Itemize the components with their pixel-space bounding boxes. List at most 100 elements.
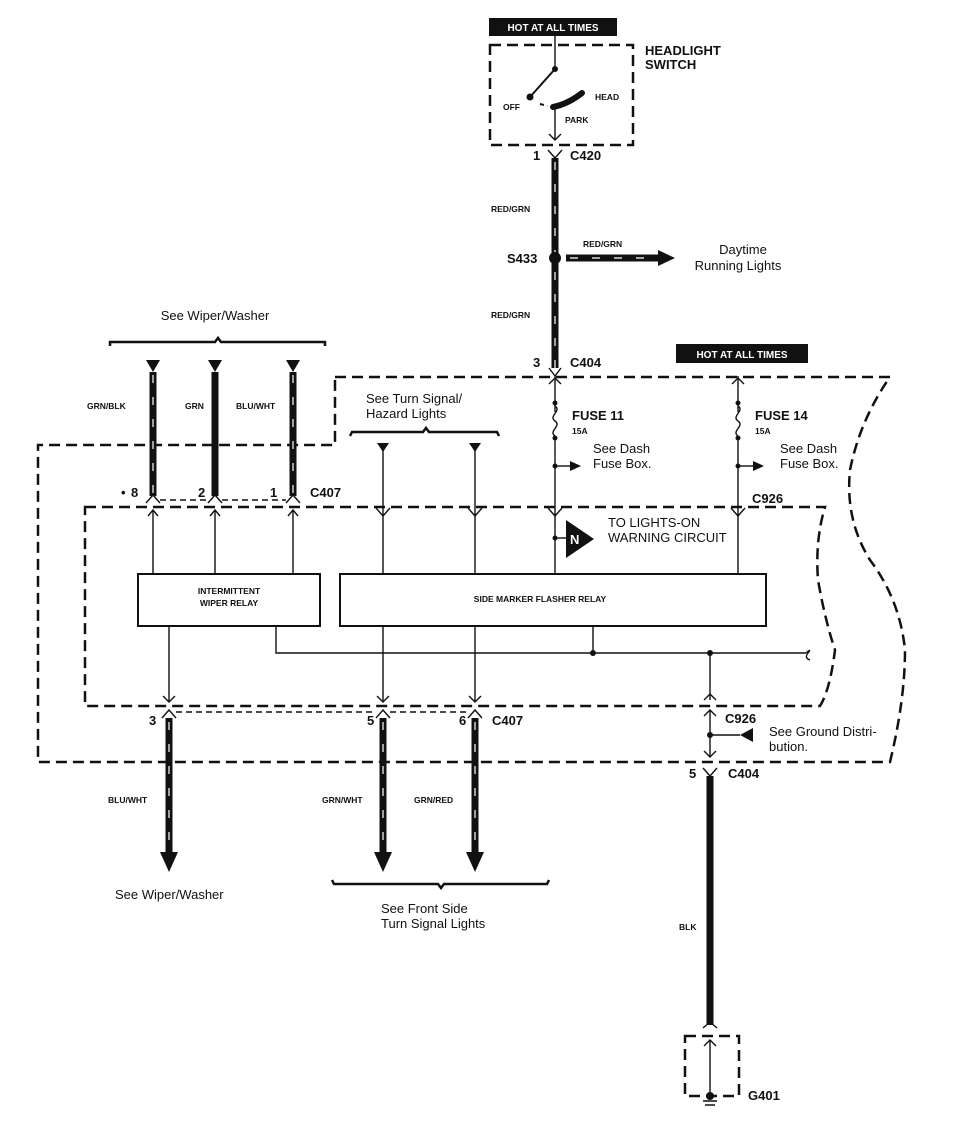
ref-ground-line2: bution. [769, 739, 808, 754]
fuse-14-rating: 15A [755, 426, 771, 436]
c926-bottom-name: C926 [725, 711, 756, 726]
headlight-switch-label-1: HEADLIGHT [645, 43, 721, 58]
c404-bottom-pin: 5 [689, 766, 696, 781]
c407-top-name: C407 [310, 485, 341, 500]
c926-top-name: C926 [752, 491, 783, 506]
headlight-switch: OFF HEAD PARK HEADLIGHT SWITCH [488, 36, 721, 147]
internal-ground-bus [275, 626, 811, 701]
g401-ground: G401 [683, 1034, 780, 1106]
c407-top-pin-8: 8 [131, 485, 138, 500]
switch-off-contact [526, 93, 534, 101]
fuse-14-ref-line2: Fuse Box. [780, 456, 839, 471]
ref-wiper-washer-bottom: See Wiper/Washer [115, 887, 224, 902]
dash-fuse-box-outline [36, 375, 907, 764]
wire-arrow-down-icon [286, 360, 300, 372]
g401-name: G401 [748, 1088, 780, 1103]
side-marker-relay-label: SIDE MARKER FLASHER RELAY [474, 594, 607, 604]
fuse-11-rating: 15A [572, 426, 588, 436]
hot-banner-right-text: HOT AT ALL TIMES [696, 350, 787, 361]
c407-bottom-pin-3: 3 [149, 713, 156, 728]
c407-bottom-pin-6: 6 [459, 713, 466, 728]
headlight-switch-outline [488, 43, 635, 147]
c404-top-pin: 3 [533, 355, 540, 370]
c407-bottom-pin-5: 5 [367, 713, 374, 728]
wire-grn-blk [146, 360, 160, 496]
fuse-14-name: FUSE 14 [755, 408, 809, 423]
turn-signal-inputs [375, 443, 483, 574]
wire-blk [702, 776, 718, 1029]
ref-turn-signal-line2: Hazard Lights [366, 406, 447, 421]
wire-grn-wht [374, 718, 392, 872]
c404-top-name: C404 [570, 355, 602, 370]
c420-name: C420 [570, 148, 601, 163]
wire-arrow-down-icon [160, 852, 178, 872]
c926-bottom-connector: C926 See Ground Distri- bution. [703, 709, 877, 758]
wiper-relay-inputs [147, 508, 299, 574]
c407-bottom-name: C407 [492, 713, 523, 728]
ref-wiper-washer-top: See Wiper/Washer [161, 308, 270, 323]
c407-top-pin-2: 2 [198, 485, 205, 500]
wire-label-blu-wht-bottom: BLU/WHT [108, 795, 148, 805]
splice-s433 [549, 252, 561, 264]
headlight-switch-label-2: SWITCH [645, 57, 696, 72]
intermittent-wiper-relay: INTERMITTENT WIPER RELAY [137, 573, 321, 627]
splice-s433-label: S433 [507, 251, 537, 266]
switch-park-head-contact [550, 90, 585, 110]
wire-red-grn-drl [566, 250, 675, 266]
fuse-14-ref-arrow-icon [753, 461, 764, 471]
fuse-11-ref-arrow-icon [570, 461, 581, 471]
ref-front-side-line1: See Front Side [381, 901, 468, 916]
side-marker-flasher-relay: SIDE MARKER FLASHER RELAY [339, 573, 767, 627]
lights-on-triangle-icon [566, 520, 594, 558]
wire-label-blu-wht-top: BLU/WHT [236, 401, 276, 411]
wire-blu-wht-bottom [160, 718, 178, 872]
c404-top-connector: 3 C404 [533, 355, 602, 378]
switch-travel-dash [539, 103, 549, 107]
c404-bottom-name: C404 [728, 766, 760, 781]
fuse-11-name: FUSE 11 [572, 408, 624, 423]
fuse-11-ref-line1: See Dash [593, 441, 650, 456]
lights-on-line1: TO LIGHTS-ON [608, 515, 700, 530]
drl-ref-line2: Running Lights [695, 258, 782, 273]
wire-blu-wht-top [286, 360, 300, 496]
wire-label-red-grn-drl: RED/GRN [583, 239, 622, 249]
lights-on-line2: WARNING CIRCUIT [608, 530, 727, 545]
c407-bottom-connector: 3 5 6 C407 [149, 708, 523, 728]
wire-grn-red [466, 718, 484, 872]
c407-top-connector: • 8 2 1 C407 [121, 485, 341, 504]
ground-dist-arrow-icon [740, 728, 753, 742]
wire-label-grn-red: GRN/RED [414, 795, 453, 805]
switch-blade [529, 68, 556, 98]
hot-at-all-times-banner-right: HOT AT ALL TIMES [676, 344, 808, 363]
c420-pin: 1 [533, 148, 540, 163]
wire-label-blk: BLK [679, 922, 697, 932]
c420-connector: 1 C420 [533, 148, 601, 163]
hot-banner-top-text: HOT AT ALL TIMES [507, 23, 598, 34]
switch-pos-head: HEAD [595, 92, 619, 102]
switch-output-arrow [548, 133, 562, 141]
wire-label-red-grn-upper: RED/GRN [491, 204, 530, 214]
switch-pos-off: OFF [503, 102, 520, 112]
wiper-relay-label-2: WIPER RELAY [200, 598, 259, 608]
ref-ground-line1: See Ground Distri- [769, 724, 877, 739]
bracket-wiper-top [108, 335, 327, 346]
c404-bottom-connector: 5 C404 [689, 766, 760, 781]
wire-arrow-down-icon [374, 852, 392, 872]
wire-arrow-down-icon [469, 443, 481, 452]
wire-arrow-down-icon [208, 360, 222, 372]
lights-on-badge: N [570, 532, 579, 547]
c407-top-pin-1: 1 [270, 485, 277, 500]
wire-label-grn-wht: GRN/WHT [322, 795, 363, 805]
wire-label-grn: GRN [185, 401, 204, 411]
wiper-relay-label-1: INTERMITTENT [198, 586, 261, 596]
wire-arrow-down-icon [146, 360, 160, 372]
fuse-14: FUSE 14 15A See Dash Fuse Box. [730, 376, 839, 574]
wire-arrow-down-icon [466, 852, 484, 872]
fuse-14-ref-line1: See Dash [780, 441, 837, 456]
drl-ref-line1: Daytime [719, 242, 767, 257]
ref-turn-signal-line1: See Turn Signal/ [366, 391, 463, 406]
wire-grn [208, 360, 222, 496]
ref-front-side-line2: Turn Signal Lights [381, 916, 486, 931]
switch-pos-park: PARK [565, 115, 589, 125]
